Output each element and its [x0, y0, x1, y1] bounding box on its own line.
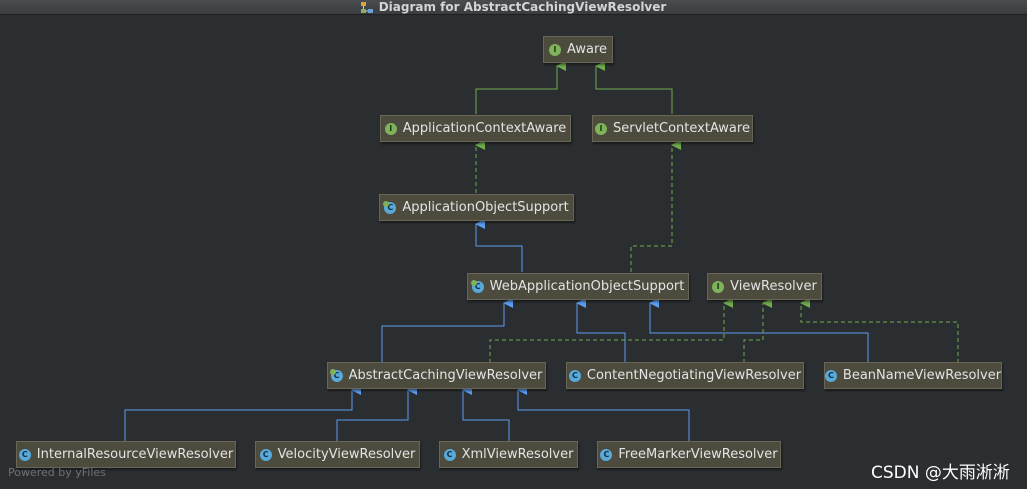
class-icon: C — [18, 448, 31, 461]
node-label: WebApplicationObjectSupport — [489, 279, 685, 294]
node-label: FreeMarkerViewResolver — [618, 447, 778, 462]
edge-servletcontextaware-aware — [595, 61, 673, 114]
node-freemarker-view-resolver[interactable]: C FreeMarkerViewResolver — [597, 441, 781, 468]
edge-webappobjectsupport-appobjectsupport — [475, 219, 523, 272]
edge-acvr-viewresolver — [489, 298, 733, 363]
edge-irvr-acvr — [124, 385, 361, 442]
node-bean-name-view-resolver[interactable]: C BeanNameViewResolver — [824, 362, 1002, 389]
node-label: XmlViewResolver — [461, 447, 574, 462]
node-label: AbstractCachingViewResolver — [348, 368, 543, 383]
node-application-object-support[interactable]: C ApplicationObjectSupport — [379, 194, 574, 221]
abstract-class-icon: C — [383, 200, 397, 214]
class-icon: C — [824, 369, 837, 382]
interface-icon: I — [712, 280, 725, 293]
node-label: ViewResolver — [730, 279, 817, 294]
edge-bnvr-webappobjectsupport — [649, 298, 869, 363]
class-icon: C — [259, 448, 272, 461]
diagram-icon — [360, 1, 373, 13]
edges-layer — [124, 61, 959, 442]
node-view-resolver[interactable]: I ViewResolver — [707, 273, 822, 300]
node-label: InternalResourceViewResolver — [36, 447, 234, 462]
class-icon: C — [568, 369, 581, 382]
node-velocity-view-resolver[interactable]: C VelocityViewResolver — [255, 441, 420, 468]
node-label: VelocityViewResolver — [277, 447, 416, 462]
node-label: ApplicationContextAware — [402, 121, 567, 136]
node-application-context-aware[interactable]: I ApplicationContextAware — [380, 115, 571, 142]
edge-acvr-webappobjectsupport — [381, 298, 513, 378]
class-icon: C — [443, 448, 456, 461]
node-label: BeanNameViewResolver — [842, 368, 1002, 383]
watermark: CSDN @大雨淅淅 — [871, 463, 1010, 483]
node-label: ServletContextAware — [613, 121, 750, 136]
edge-appcontextaware-aware — [475, 61, 566, 114]
interface-icon: I — [548, 43, 561, 56]
interface-icon: I — [595, 122, 608, 135]
powered-by-label: Powered by yFiles — [8, 466, 106, 479]
edge-fmvr-acvr — [517, 385, 690, 442]
edge-webappobjectsupport-servletcontextaware — [630, 140, 681, 272]
abstract-class-icon: C — [329, 368, 343, 382]
interface-icon: I — [384, 122, 397, 135]
node-xml-view-resolver[interactable]: C XmlViewResolver — [439, 441, 578, 468]
window-title: Diagram for AbstractCachingViewResolver — [378, 0, 667, 14]
edge-xvr-acvr — [462, 385, 510, 442]
node-servlet-context-aware[interactable]: I ServletContextAware — [592, 115, 753, 142]
class-icon: C — [600, 448, 613, 461]
diagram-canvas: I Aware I ApplicationContextAware I Serv… — [0, 15, 1027, 489]
node-content-negotiating-view-resolver[interactable]: C ContentNegotiatingViewResolver — [566, 362, 804, 389]
edge-vvr-acvr — [336, 385, 417, 442]
abstract-class-icon: C — [470, 279, 484, 293]
node-abstract-caching-view-resolver[interactable]: C AbstractCachingViewResolver — [327, 362, 546, 389]
edge-bnvr-viewresolver — [800, 298, 959, 363]
node-internal-resource-view-resolver[interactable]: C InternalResourceViewResolver — [16, 441, 236, 468]
edge-cnvr-webappobjectsupport — [576, 298, 626, 363]
node-label: ContentNegotiatingViewResolver — [586, 368, 802, 383]
node-label: ApplicationObjectSupport — [402, 200, 569, 215]
node-aware[interactable]: I Aware — [543, 36, 613, 63]
window-title-bar: Diagram for AbstractCachingViewResolver — [0, 0, 1027, 15]
node-label: Aware — [566, 42, 608, 57]
node-web-application-object-support[interactable]: C WebApplicationObjectSupport — [467, 273, 689, 300]
